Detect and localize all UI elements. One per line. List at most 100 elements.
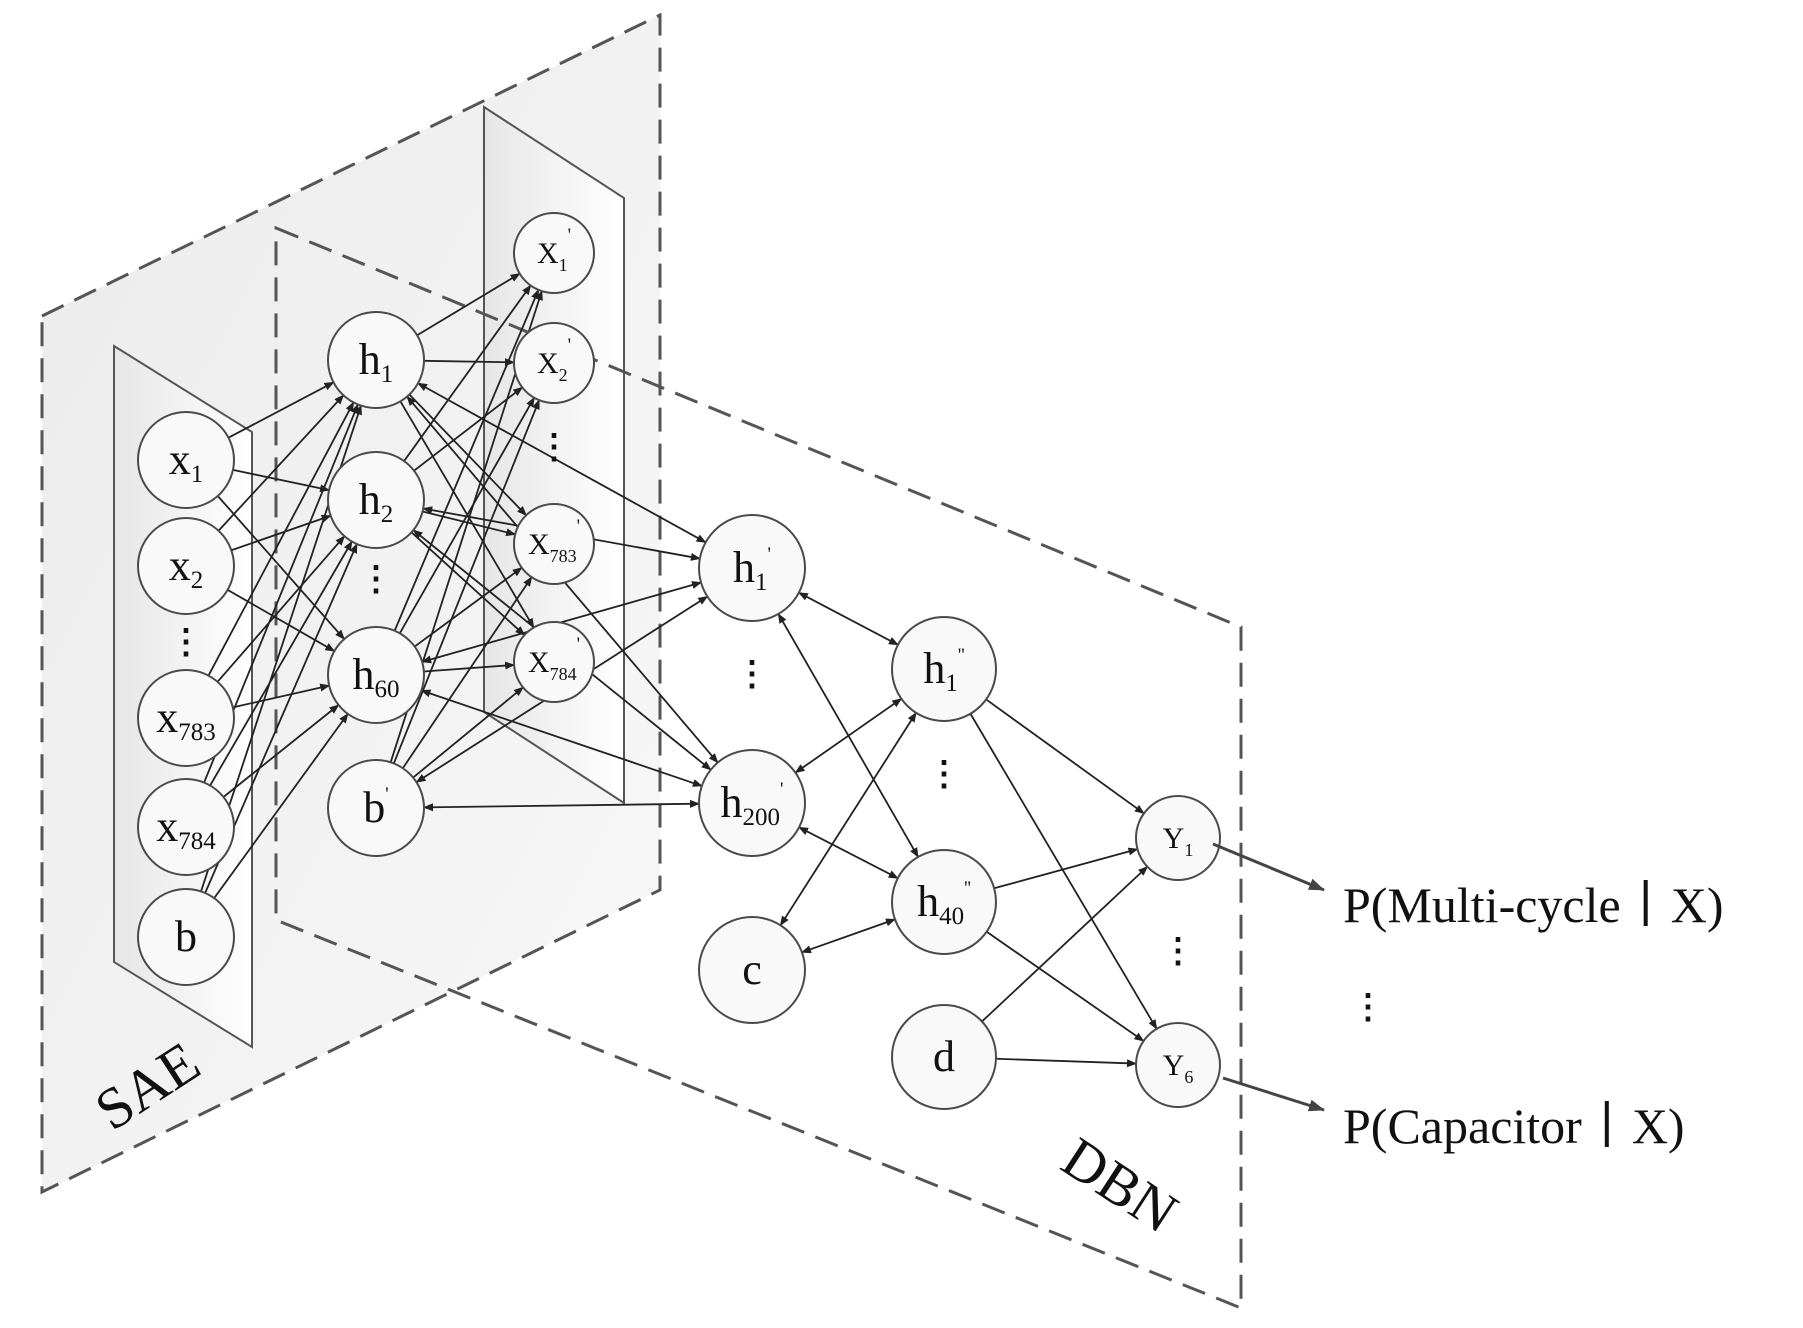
node-d2-d: d <box>891 1004 997 1110</box>
node-label-subscript: 60 <box>375 676 400 703</box>
node-circle <box>513 621 595 703</box>
edge-input-to-hidden <box>217 495 345 640</box>
network-nodes: x1x2x783x784bh1h2h60b'X1'X2'X783'X784'h1… <box>137 212 1221 1110</box>
output-arrow-multicycle <box>1212 842 1325 892</box>
node-label: X783' <box>528 516 580 566</box>
node-label-subscript: 1 <box>191 461 204 488</box>
edge-input-to-hidden <box>228 381 335 439</box>
node-label: b' <box>363 783 388 832</box>
node-label-subscript: 2 <box>191 567 204 594</box>
node-hidden-h60: h60 <box>327 626 425 724</box>
node-label-subscript: 1 <box>755 569 768 596</box>
node-label-base: X <box>528 646 550 679</box>
node-label: x1 <box>169 435 204 488</box>
node-label: x2 <box>169 541 204 594</box>
edge-input-to-hidden <box>232 469 331 493</box>
vertical-ellipsis: ⋮ <box>927 756 961 793</box>
node-label-prime: ' <box>568 225 571 246</box>
node-label-subscript: 784 <box>178 828 216 855</box>
node-label: X1' <box>537 225 571 275</box>
vertical-ellipsis: ⋮ <box>169 624 203 661</box>
node-label-subscript: 1 <box>1184 840 1193 860</box>
node-label-prime: ' <box>577 516 580 537</box>
node-label-base: h <box>923 644 945 693</box>
node-input-b: b <box>137 888 235 986</box>
node-circle <box>327 311 425 409</box>
node-input-x2: x2 <box>137 517 235 615</box>
edge-dbn1-to-dbn2 <box>801 918 896 954</box>
dbn-label: DBN <box>1051 1124 1189 1245</box>
node-hidden-b-prime: b' <box>327 759 425 857</box>
output-arrow-capacitor <box>1222 1076 1325 1112</box>
node-label: h200' <box>721 778 784 831</box>
node-label-base: h <box>721 778 743 827</box>
edge-dbn2-to-output <box>969 713 1158 1030</box>
edge-dbn1-to-dbn2 <box>798 826 899 879</box>
node-label: x784 <box>156 802 216 855</box>
node-label: Y1 <box>1163 822 1194 860</box>
edge-input-to-hidden <box>231 514 332 552</box>
node-circle <box>137 778 235 876</box>
node-label-subscript: 783 <box>550 546 577 566</box>
node-label: h2 <box>359 475 394 528</box>
node-label-base: x <box>156 802 178 851</box>
node-d2-h40-prime: h40'' <box>891 849 997 955</box>
edge-hidden-to-recon <box>416 272 521 337</box>
node-label-subscript: 1 <box>945 670 958 697</box>
node-label-subscript: 1 <box>559 255 568 275</box>
edge-dbn2-to-output <box>985 698 1145 815</box>
vertical-ellipsis: ⋮ <box>735 656 769 693</box>
edge-input-to-hidden <box>227 589 336 652</box>
node-label-base: c <box>742 945 762 994</box>
node-label-base: x <box>169 541 191 590</box>
node-circle <box>513 322 595 404</box>
node-label: X784' <box>528 634 580 684</box>
node-circle <box>891 1004 997 1110</box>
edge-input-to-hidden <box>216 535 346 683</box>
node-label-prime: '' <box>958 645 965 666</box>
node-hidden-h2: h2 <box>327 451 425 549</box>
node-label-base: X <box>537 237 559 270</box>
edge-dbn2-to-output <box>986 930 1145 1042</box>
ellipsis-markers: ⋮⋮⋮⋮⋮⋮⋮ <box>169 429 1385 1026</box>
node-circle <box>891 616 997 722</box>
node-label-prime: ' <box>385 784 388 805</box>
node-circle <box>513 212 595 294</box>
node-label-prime: ' <box>577 634 580 655</box>
edge-input-to-hidden <box>217 394 345 532</box>
node-label-base: b <box>363 783 385 832</box>
vertical-ellipsis: ⋮ <box>1351 989 1385 1026</box>
node-recon-x1-prime: X1' <box>513 212 595 294</box>
node-circle <box>513 503 595 585</box>
output-label-multicycle: P(Multi-cycle丨X) <box>1343 877 1723 933</box>
node-out-y6: Y6 <box>1135 1022 1221 1108</box>
node-recon-x784-prime: X784' <box>513 621 595 703</box>
edge-dbn1-to-dbn2 <box>779 711 917 927</box>
node-d1-h200-prime: h200' <box>698 749 806 857</box>
node-label-base: h <box>359 335 381 384</box>
node-label: Y6 <box>1163 1049 1194 1087</box>
output-label-capacitor: P(Capacitor丨X) <box>1343 1098 1685 1154</box>
node-d1-h1-prime: h1' <box>698 514 806 622</box>
node-label-base: h <box>353 650 375 699</box>
node-label: h1'' <box>923 644 964 697</box>
node-circle <box>698 749 806 857</box>
node-recon-x2-prime: X2' <box>513 322 595 404</box>
node-circle <box>1135 795 1221 881</box>
node-input-x783: x783 <box>137 669 235 767</box>
vertical-ellipsis: ⋮ <box>359 561 393 598</box>
edge-dbn2-to-output <box>993 847 1139 890</box>
node-label-subscript: 200 <box>743 804 781 831</box>
edge-dbn2-to-output <box>995 1057 1138 1068</box>
edge-input-to-hidden <box>209 540 353 786</box>
node-label-subscript: 783 <box>178 719 216 746</box>
node-label: c <box>742 945 762 994</box>
dbn-plane-border <box>274 225 1243 1311</box>
edge-input-to-hidden <box>222 704 340 798</box>
edge-dbn1-to-dbn2 <box>798 591 899 646</box>
node-label-base: h <box>359 475 381 524</box>
node-circle <box>137 888 235 986</box>
node-label: X2' <box>537 335 571 385</box>
node-label-base: Y <box>1163 822 1185 855</box>
